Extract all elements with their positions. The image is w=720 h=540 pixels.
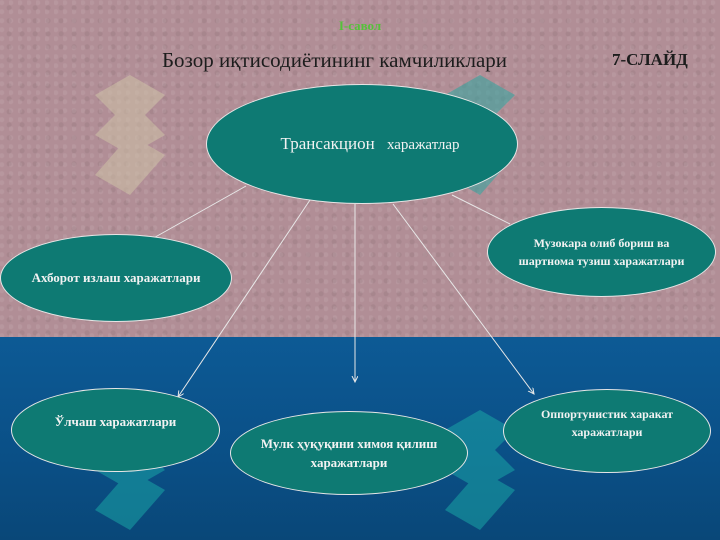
node-label-line: Музокара олиб бориш ва [533, 236, 670, 250]
connector-opportunism [392, 203, 534, 394]
node-label: Ахборот излаш харажатлари [31, 270, 201, 286]
center-node-transaction-costs: Трансакцион харажатлар [206, 84, 518, 204]
connector-negotiation [451, 194, 511, 225]
node-opportunism-costs: Оппортунистик харакат харажатлари [503, 389, 711, 473]
node-property-rights-costs: Мулк ҳуқуқини химоя қилиш харажатлари [230, 411, 468, 495]
section-label: I-савол [338, 18, 382, 33]
node-label-line: шартнома тузиш харажатлари [518, 254, 685, 268]
center-node-label-sub: харажатлар [386, 137, 460, 154]
node-label: Ўлчаш харажатлари [54, 414, 177, 430]
node-info-search-costs: Ахборот излаш харажатлари [0, 234, 232, 322]
sofi-watermark-icon [95, 75, 165, 195]
node-label-line: харажатлари [571, 425, 643, 439]
node-label-line: Оппортунистик харакат [540, 407, 674, 421]
node-negotiation-costs: Музокара олиб бориш ва шартнома тузиш ха… [487, 207, 716, 297]
connector-measurement [178, 199, 311, 397]
center-node-label-main: Трансакцион [280, 134, 375, 154]
node-label-line: Мулк ҳуқуқини химоя қилиш [260, 435, 438, 451]
sofi-watermark-icon [445, 410, 515, 530]
node-measurement-costs: Ўлчаш харажатлари [11, 388, 220, 472]
slide-title: Бозор иқтисодиётининг камчиликлари [162, 48, 508, 72]
slide-number: 7-СЛАЙД [612, 50, 688, 69]
node-label-line: харажатлари [310, 455, 388, 470]
connector-info [149, 185, 247, 241]
